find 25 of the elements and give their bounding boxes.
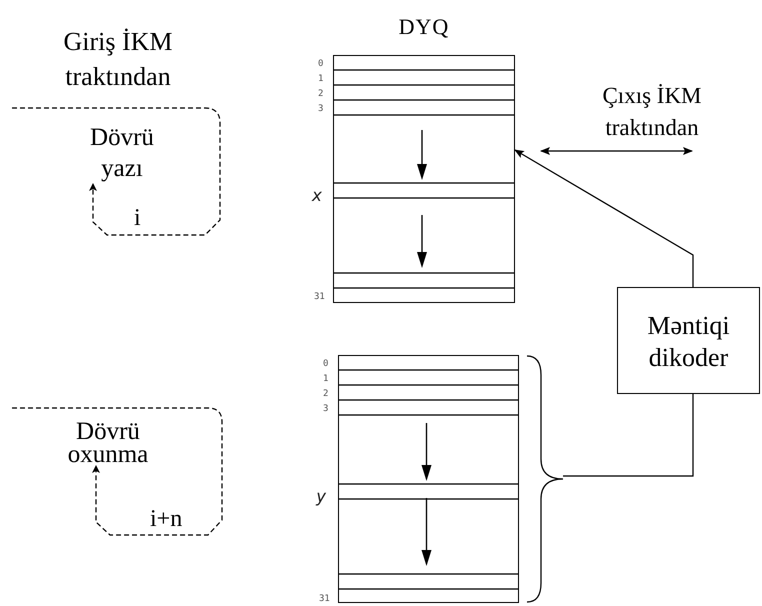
decoder-box [617,287,760,394]
row-number: 3 [318,105,324,114]
process-label: Dövrü oxunma [66,420,150,466]
heading-label: Çıxış İKM traktından [601,82,703,142]
row-number: 0 [323,360,328,369]
arrow [540,147,693,155]
row-number: 0 [318,60,324,69]
memory-title: DYQ [398,14,450,40]
dashed-arrow [12,407,223,536]
row-number: 1 [318,75,324,84]
arrow [514,149,694,287]
heading-label: Giriş İKM traktından [62,26,174,93]
process-label: Dövrü yazı [89,123,155,184]
row-index-label: x [312,188,322,205]
row-number: 3 [323,405,328,414]
row-number: 1 [323,375,328,384]
row-number: 2 [318,90,324,99]
row-index-label: y [316,489,326,506]
memory-block [338,355,519,603]
row-number: 2 [323,390,328,399]
curly-brace [527,355,563,603]
row-number: 31 [319,595,330,604]
row-number: 31 [314,293,325,302]
decoder-label: Məntiqi dikoder [646,310,731,374]
dashed-arrow [12,107,221,236]
